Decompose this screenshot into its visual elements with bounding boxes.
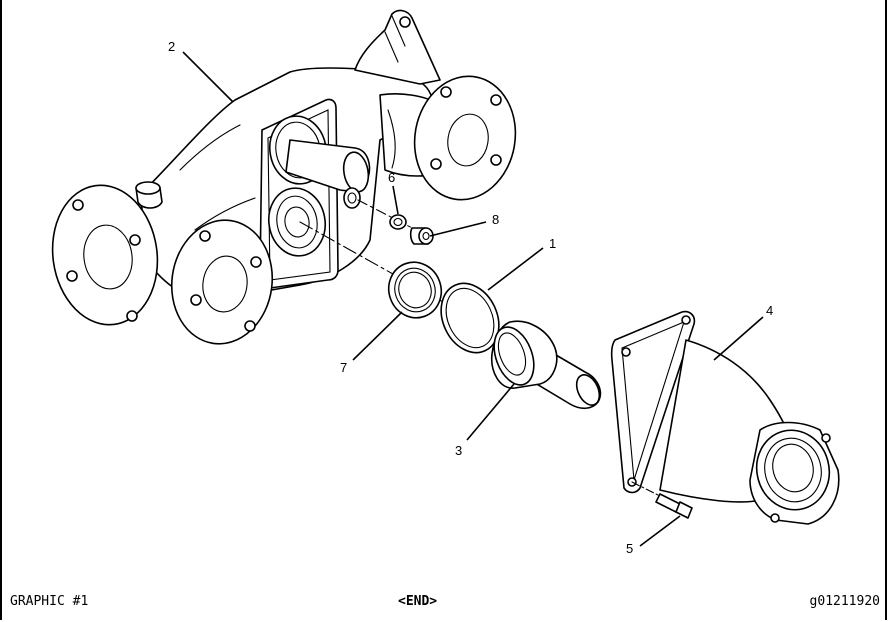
exploded-parts-diagram: 1 2 3 4 5 6 7 8 bbox=[51, 9, 840, 556]
callout-8: 8 bbox=[492, 212, 499, 227]
callout-3: 3 bbox=[455, 443, 462, 458]
part-3-sleeve bbox=[490, 320, 602, 410]
housing-lower-flange bbox=[170, 219, 274, 345]
part-4-adapter bbox=[610, 310, 840, 525]
callout-5: 5 bbox=[626, 541, 633, 556]
callout-1: 1 bbox=[549, 236, 556, 251]
part-6-washer bbox=[389, 214, 407, 230]
callout-4: 4 bbox=[766, 303, 773, 318]
callout-6: 6 bbox=[388, 170, 395, 185]
end-marker: <END> bbox=[398, 594, 438, 609]
graphic-label: GRAPHIC #1 bbox=[10, 594, 89, 609]
callout-leaders bbox=[182, 51, 764, 547]
housing-right-flange bbox=[413, 75, 517, 201]
part-8-plug bbox=[409, 227, 434, 245]
part-5-bolt bbox=[631, 481, 693, 519]
callout-7: 7 bbox=[340, 360, 347, 375]
graphic-id: g01211920 bbox=[809, 594, 880, 609]
part-1-o-ring bbox=[440, 282, 500, 354]
housing-left-flange bbox=[51, 184, 159, 326]
part-7-seal bbox=[387, 261, 443, 319]
callout-2: 2 bbox=[168, 39, 175, 54]
